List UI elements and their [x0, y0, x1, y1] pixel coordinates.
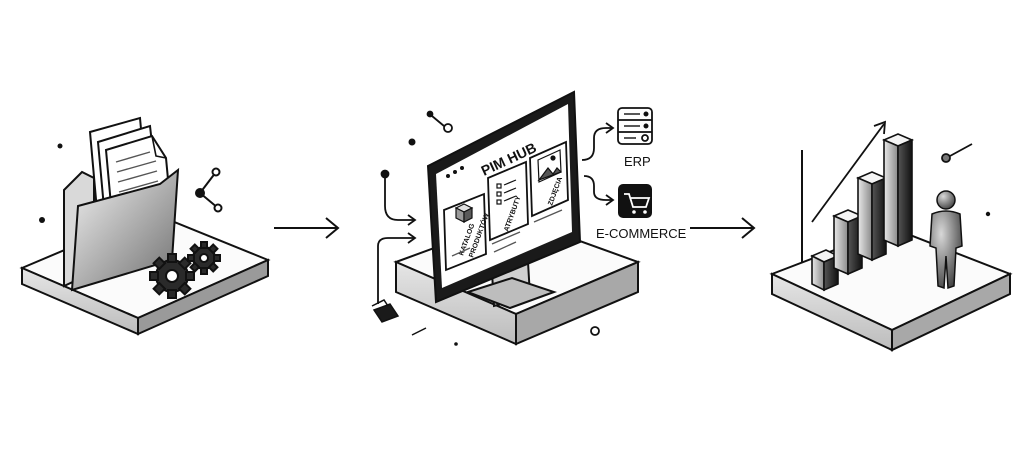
flow-arrow-2 [690, 217, 756, 239]
monitor: PIM HUB KATALOG PRODUKTÓW [426, 90, 582, 304]
decor-dot [57, 143, 63, 149]
window-dot-icon [453, 170, 457, 174]
erp-label: ERP [624, 154, 651, 169]
decor-dot [454, 342, 458, 346]
window-dot-icon [446, 174, 450, 178]
card-photos: ZDJĘCIA [529, 140, 569, 218]
growth-scene [769, 120, 1013, 352]
shopping-cart-icon [618, 184, 652, 218]
flow-arrow-1 [274, 217, 340, 239]
decor-dot [408, 138, 416, 146]
source-files-scene [19, 116, 271, 336]
share-node-icon [195, 167, 223, 213]
growth-bars [810, 133, 915, 292]
decor-dot [590, 326, 600, 336]
person-icon [929, 190, 963, 290]
ecommerce-label: E-COMMERCE [596, 226, 687, 241]
bar-1 [810, 249, 840, 292]
pim-hub-scene: PIM HUB KATALOG PRODUKTÓW [371, 90, 687, 346]
incoming-connector [377, 169, 417, 304]
checklist-icon [496, 179, 517, 205]
box-icon [454, 203, 474, 223]
card-attributes: ATRYBUTY [487, 160, 529, 242]
gears-icon [149, 241, 221, 299]
window-dot-icon [460, 166, 464, 170]
folder-icon [63, 116, 180, 292]
trend-arrow [811, 120, 887, 223]
outgoing-connector [581, 122, 615, 206]
decor-dot [985, 211, 991, 217]
bar-4 [881, 133, 915, 248]
card-product-catalog: KATALOG PRODUKTÓW [443, 192, 491, 272]
folder-square-icon [371, 299, 400, 323]
server-icon [617, 107, 653, 145]
image-icon [537, 149, 563, 183]
decor-dot [39, 217, 45, 223]
bar-3 [855, 171, 889, 262]
decor-node [941, 143, 973, 163]
decor-node [426, 110, 453, 133]
decor-dash [411, 327, 427, 336]
platform-right [769, 226, 1013, 352]
